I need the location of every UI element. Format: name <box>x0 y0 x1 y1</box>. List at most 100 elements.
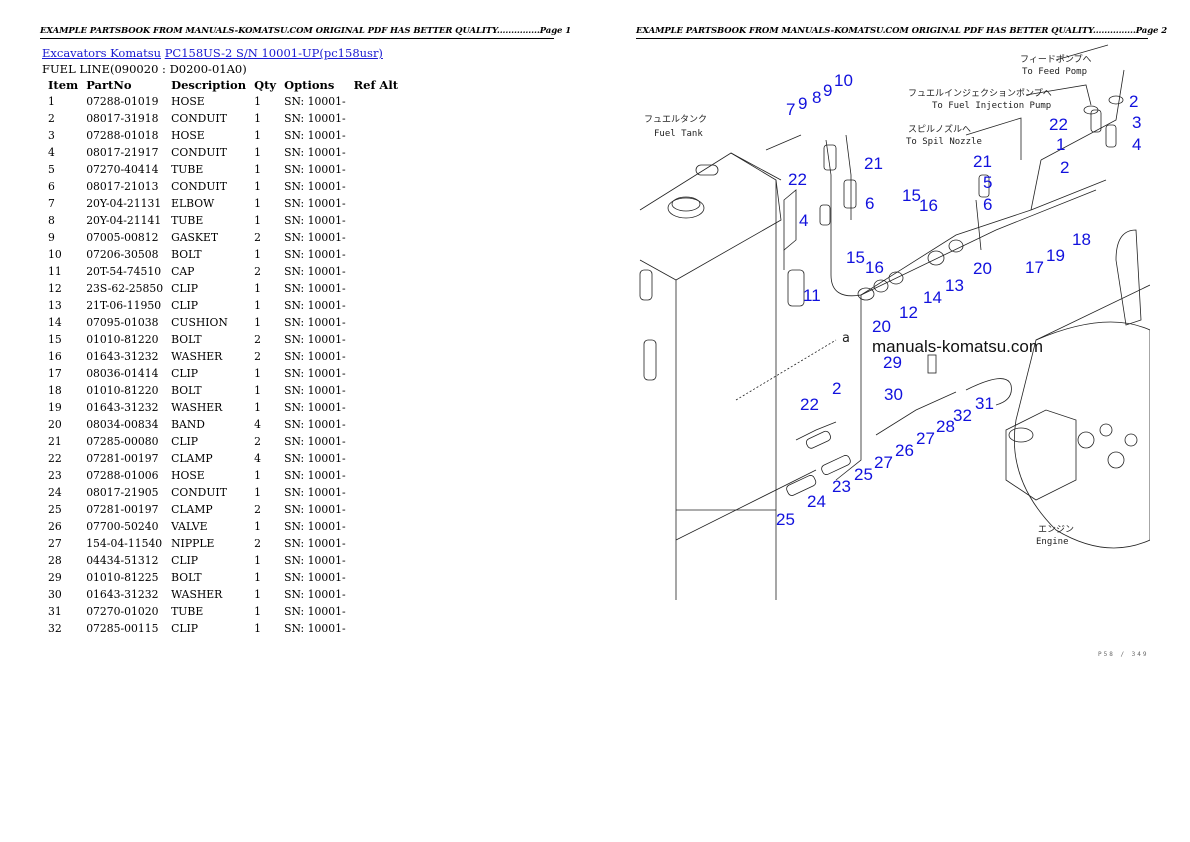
description: TUBE <box>171 605 204 618</box>
ref-alt <box>350 331 402 348</box>
svg-text:スピルノズルへ: スピルノズルへ <box>908 123 971 135</box>
callout-number: 15 <box>846 248 865 267</box>
callout-number: 9 <box>823 81 832 100</box>
category-link[interactable]: Excavators Komatsu <box>42 46 162 60</box>
quantity: 1 <box>254 95 261 108</box>
item-number: 3 <box>48 129 55 142</box>
options: SN: 10001- <box>284 520 346 533</box>
options: SN: 10001- <box>284 316 346 329</box>
part-number: 07270-40414 <box>86 163 159 176</box>
ref-alt <box>350 110 402 127</box>
callout-number: 11 <box>803 286 821 305</box>
svg-text:フィードポンプへ: フィードポンプへ <box>1020 54 1092 65</box>
options: SN: 10001- <box>284 622 346 635</box>
item-number: 23 <box>48 469 62 482</box>
svg-text:Engine: Engine <box>1036 537 1069 547</box>
quantity: 1 <box>254 214 261 227</box>
item-number: 15 <box>48 333 62 346</box>
table-header-row: Item PartNo Description Qty Options Ref … <box>44 77 402 93</box>
part-number: 23S-62-25850 <box>86 282 164 295</box>
description: CLIP <box>171 554 199 567</box>
callout-number: 10 <box>834 71 853 90</box>
callout-number: 14 <box>923 288 942 307</box>
part-number: 07285-00080 <box>86 435 159 448</box>
item-number: 9 <box>48 231 55 244</box>
model-link[interactable]: PC158US-2 S/N 10001-UP(pc158usr) <box>164 46 383 60</box>
part-number: 04434-51312 <box>86 554 159 567</box>
table-row: 23 07288-01006 HOSE 1 SN: 10001- <box>44 467 402 484</box>
callout-number: 22 <box>1049 115 1068 134</box>
callout-number: 4 <box>799 211 808 230</box>
description: CONDUIT <box>171 112 227 125</box>
ref-alt <box>350 518 402 535</box>
quantity: 1 <box>254 605 261 618</box>
options: SN: 10001- <box>284 605 346 618</box>
item-number: 5 <box>48 163 55 176</box>
description: CUSHION <box>171 316 228 329</box>
description: CLAMP <box>171 503 213 516</box>
item-number: 27 <box>48 537 62 550</box>
callout-number: 22 <box>800 395 819 414</box>
options: SN: 10001- <box>284 180 346 193</box>
svg-text:To Feed Pomp: To Feed Pomp <box>1022 67 1087 77</box>
item-number: 26 <box>48 520 62 533</box>
ref-alt <box>350 552 402 569</box>
quantity: 1 <box>254 197 261 210</box>
ref-alt <box>350 195 402 212</box>
ref-alt <box>350 501 402 518</box>
description: HOSE <box>171 95 205 108</box>
callout-number: 16 <box>919 196 938 215</box>
part-number: 07288-01019 <box>86 95 159 108</box>
quantity: 1 <box>254 282 261 295</box>
part-number: 01643-31232 <box>86 350 159 363</box>
description: HOSE <box>171 129 205 142</box>
options: SN: 10001- <box>284 197 346 210</box>
ref-alt <box>350 178 402 195</box>
item-number: 16 <box>48 350 62 363</box>
options: SN: 10001- <box>284 333 346 346</box>
svg-text:Fuel Tank: Fuel Tank <box>654 129 703 139</box>
options: SN: 10001- <box>284 282 346 295</box>
description: ELBOW <box>171 197 215 210</box>
item-number: 4 <box>48 146 55 159</box>
part-number: 01010-81220 <box>86 333 159 346</box>
part-number: 08017-21013 <box>86 180 159 193</box>
quantity: 1 <box>254 248 261 261</box>
parts-diagram: フュエルタンク Fuel Tank フィードポンプへ To Feed Pomp … <box>636 40 1151 610</box>
description: WASHER <box>171 350 223 363</box>
exploded-view-drawing: フュエルタンク Fuel Tank フィードポンプへ To Feed Pomp … <box>639 44 1151 600</box>
quantity: 1 <box>254 622 261 635</box>
callout-number: 17 <box>1025 258 1044 277</box>
callout-number: 6 <box>983 195 992 214</box>
quantity: 1 <box>254 469 261 482</box>
svg-text:To Spil Nozzle: To Spil Nozzle <box>906 137 982 147</box>
quantity: 1 <box>254 588 261 601</box>
callout-number: 27 <box>874 453 893 472</box>
header-options: Options <box>284 78 335 92</box>
description: CONDUIT <box>171 486 227 499</box>
quantity: 4 <box>254 418 261 431</box>
quantity: 1 <box>254 520 261 533</box>
quantity: 1 <box>254 299 261 312</box>
options: SN: 10001- <box>284 486 346 499</box>
part-number: 01643-31232 <box>86 588 159 601</box>
part-number: 154-04-11540 <box>86 537 163 550</box>
part-number: 07288-01006 <box>86 469 159 482</box>
description: HOSE <box>171 469 205 482</box>
options: SN: 10001- <box>284 163 346 176</box>
callout-number: 12 <box>899 303 918 322</box>
quantity: 1 <box>254 316 261 329</box>
item-number: 28 <box>48 554 62 567</box>
description: CONDUIT <box>171 180 227 193</box>
options: SN: 10001- <box>284 469 346 482</box>
